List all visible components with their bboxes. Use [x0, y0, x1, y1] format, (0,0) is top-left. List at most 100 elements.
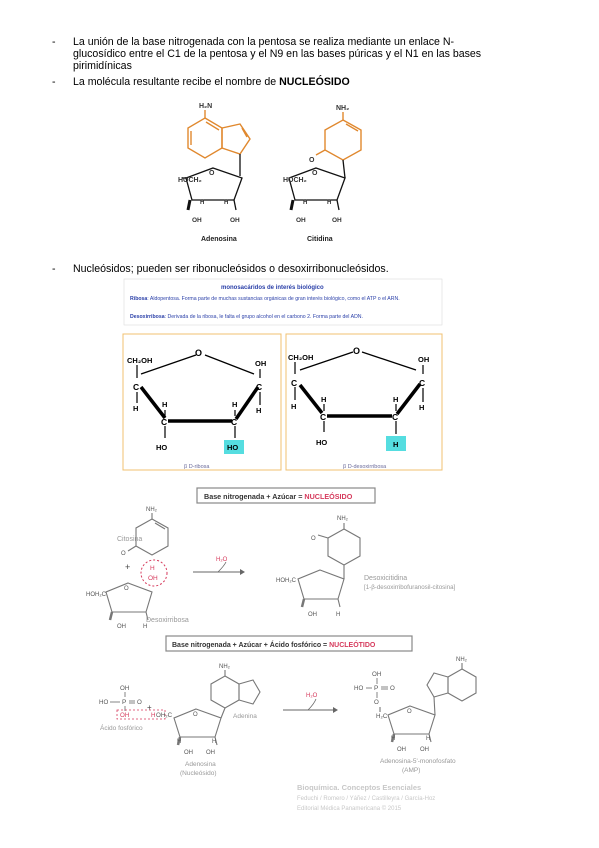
bullet-text: La molécula resultante recibe el nombre … — [73, 76, 493, 88]
ribose-ho-highlight — [224, 440, 244, 454]
deoxycytidine-label: Desoxicitidina — [364, 575, 407, 582]
amp-label: Adenosina-5'-monofosfato — [380, 758, 456, 765]
ribose-ho: HO — [156, 443, 167, 452]
cytidine-oh: OH — [296, 217, 306, 224]
ribose-text: : Aldopentosa. Forma parte de muchas sus… — [147, 296, 399, 302]
bullet-dash: - — [52, 36, 56, 48]
bullet-text: Nucleósidos; pueden ser ribonucleósidos … — [73, 263, 389, 275]
deoxyribose-c: C — [392, 412, 398, 422]
cytosine-structure — [127, 513, 169, 556]
deoxyribose-oh: OH — [117, 624, 126, 630]
amp-sublabel: (AMP) — [402, 767, 420, 774]
bullet-dash: - — [52, 263, 56, 275]
deoxyribose-h: H — [321, 395, 326, 404]
monosaccharides-title: monosacáridos de interés biológico — [221, 285, 324, 291]
ribose-c: C — [133, 382, 139, 392]
source-book-title: Bioquímica. Conceptos Esenciales — [297, 783, 421, 792]
ribose-structure — [136, 354, 261, 438]
phosphate-ho: HO — [99, 699, 108, 706]
bullet-text-bold: NUCLEÓSIDO — [279, 76, 350, 88]
ribose-ho-c2: HO — [227, 443, 238, 452]
ribose-c: C — [161, 417, 167, 427]
plus-sign: + — [125, 562, 130, 572]
cytosine-o: O — [121, 551, 126, 557]
removed-water-circle — [140, 559, 168, 587]
phosphate-o: O — [137, 699, 142, 706]
deoxyribose-head: Desoxirribosa — [130, 314, 165, 320]
cytidine-amine: NH₂ — [336, 105, 349, 112]
bullet-text: La unión de la base nitrogenada con la p… — [73, 36, 482, 72]
cytidine-hoch2: HOCH₂ — [283, 177, 307, 184]
adenosine-label: Adenosina — [185, 761, 216, 768]
bullet-text-plain: La molécula resultante recibe el nombre … — [73, 76, 280, 88]
amp-h: H — [391, 736, 395, 742]
deoxyribose-description: Desoxirribosa: Derivada de la ribosa, le… — [130, 314, 363, 320]
ribose-h: H — [232, 400, 237, 409]
adenosine-oh: OH — [192, 217, 202, 224]
phosphate-oh-bottom: OH — [120, 712, 129, 719]
adenosine-ring-o: O — [209, 170, 215, 177]
amp-ring-o: O — [407, 709, 412, 715]
amp-phosphate-p: P — [374, 685, 378, 692]
phosphate-p: P — [122, 699, 126, 706]
deoxyribose-h: H — [143, 624, 147, 630]
ribose-c: C — [231, 417, 237, 427]
cytosine-ring — [315, 112, 362, 161]
phosphoric-acid-label: Ácido fosfórico — [100, 723, 143, 732]
ribose-description: Ribosa: Aldopentosa. Forma parte de much… — [130, 296, 400, 302]
cytidine-label: Citidina — [307, 236, 333, 243]
deoxyribose-label: Desoxirribosa — [146, 617, 189, 624]
amp-nh2: NH₂ — [456, 657, 468, 663]
adenosine-hoch2: HOCH₂ — [178, 177, 202, 184]
deoxycytidine-fullname: [1-β-desoxirribofuranosil-citosina] — [364, 584, 456, 591]
amp-ester-o: O — [374, 699, 379, 706]
deoxyribose-oh-c1: OH — [418, 355, 429, 364]
ribose-h: H — [162, 400, 167, 409]
figure-monosaccharides: monosacáridos de interés biológico Ribos… — [122, 278, 443, 471]
amp-phosphate-ho: HO — [354, 685, 363, 692]
adenosine-amine: H₂N — [199, 103, 212, 110]
reaction-arrowhead-2 — [333, 707, 338, 713]
figure-nucleoside-formation: Base nitrogenada + Azúcar = NUCLEÓSIDO N… — [86, 487, 456, 630]
deoxyribose-ch2oh: CH₂OH — [288, 353, 313, 362]
ribose-h: H — [133, 404, 138, 413]
adenosine-h: H — [177, 739, 181, 745]
deoxycytidine-hoh2c: HOH₂C — [276, 578, 297, 584]
deoxyribose-ho: HO — [316, 438, 327, 447]
nucleotide-equation-text: Base nitrogenada + Azúcar + Ácido fosfór… — [172, 640, 329, 649]
adenine-label: Adenina — [233, 713, 257, 720]
phosphate-oh-top: OH — [120, 685, 129, 692]
cytidine-sugar — [288, 159, 346, 211]
source-publisher: Editorial Médica Panamericana © 2015 — [297, 805, 402, 812]
deoxycytidine-oh: OH — [308, 612, 317, 618]
deoxyribose-ring-o: O — [353, 346, 360, 356]
source-authors: Feduchi / Romero / Yáñez / Castilleyra /… — [297, 796, 435, 802]
ribose-h: H — [256, 406, 261, 415]
amp-h2c: H₂C — [376, 713, 388, 720]
water-release-curve — [217, 561, 227, 573]
deoxycytidine-h: H — [336, 612, 340, 618]
deoxyribose-caption: β D-desoxirribosa — [343, 464, 387, 470]
deoxyribose-h: H — [393, 395, 398, 404]
adenosine-oh: OH — [230, 217, 240, 224]
deoxyribose-h: H — [291, 402, 296, 411]
adenosine-h: H — [224, 200, 228, 206]
adenosine-oh: OH — [184, 750, 193, 756]
ribose-ring-o: O — [195, 348, 202, 358]
adenosine-oh: OH — [206, 750, 215, 756]
deoxycytidine-o: O — [311, 536, 316, 542]
amp-h: H — [426, 736, 430, 742]
deoxyribose-h-highlight — [386, 436, 406, 451]
adenine-nh2: NH₂ — [219, 664, 231, 670]
nucleotide-equation: Base nitrogenada + Azúcar + Ácido fosfór… — [172, 640, 376, 649]
deoxyribose-sugar — [105, 582, 153, 621]
adenosine-label: Adenosina — [201, 236, 237, 243]
nucleoside-equation-highlight: NUCLEÓSIDO — [304, 492, 352, 501]
ribose-c: C — [256, 382, 262, 392]
deoxycytidine-nh2: NH₂ — [337, 516, 349, 522]
adenosine-ring-o: O — [193, 712, 198, 718]
adenosine-5-h: H — [151, 712, 155, 719]
amp-phosphate-oh: OH — [372, 671, 381, 678]
deoxyribose-o: O — [124, 586, 129, 592]
